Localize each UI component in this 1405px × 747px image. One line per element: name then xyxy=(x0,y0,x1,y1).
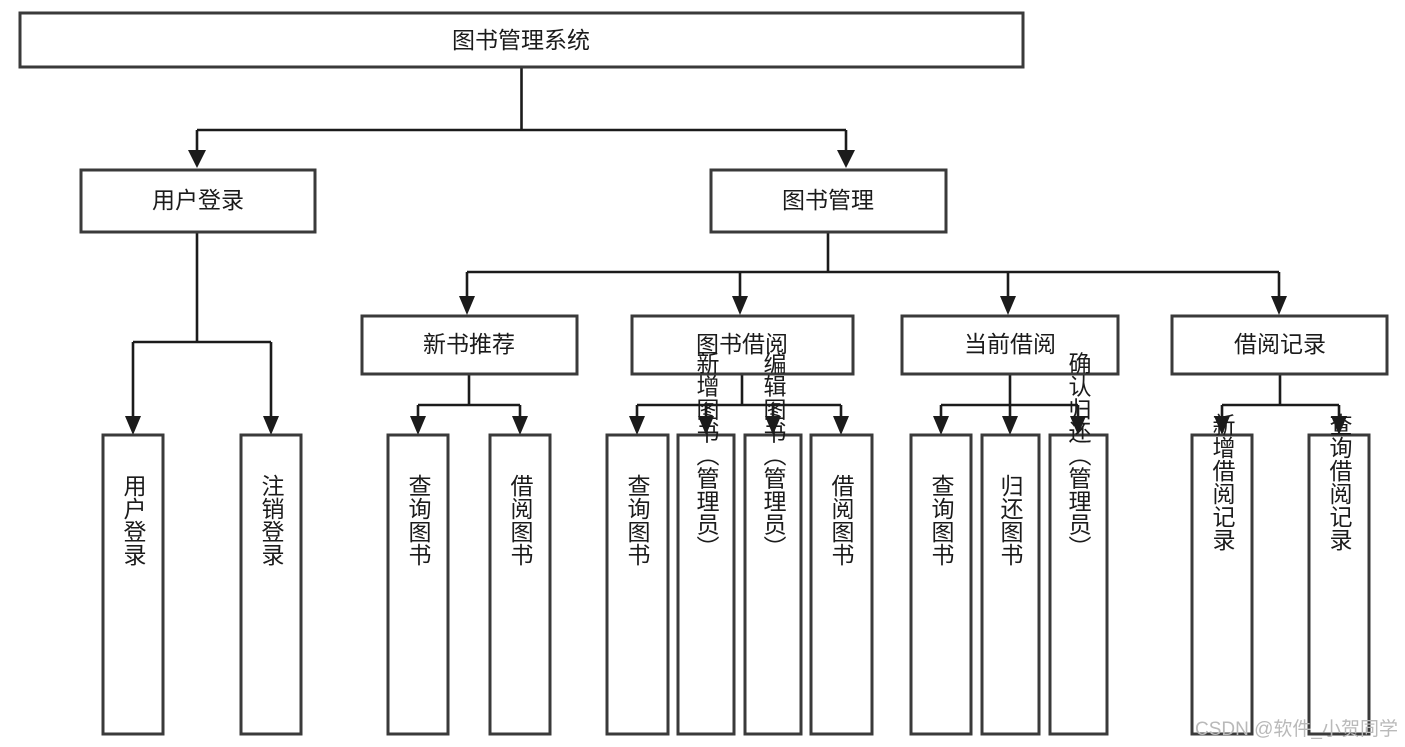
csdn-watermark: CSDN @软件_小贺同学 xyxy=(1195,718,1398,740)
node-leaf-query-book-2[interactable]: 查询图书 xyxy=(605,433,670,736)
node-leaf-borrow-book-1-label: 借阅图书 xyxy=(507,474,534,566)
node-root-box[interactable] xyxy=(18,11,1025,69)
arrow-book-borrow xyxy=(732,296,748,315)
node-borrow-record[interactable]: 借阅记录 xyxy=(1170,314,1389,376)
arrow-current-borrow xyxy=(1000,296,1016,315)
node-leaf-add-record-label: 新增借阅记录 xyxy=(1209,413,1236,551)
node-leaf-return-book-label: 归还图书 xyxy=(997,474,1024,566)
node-book-management-box[interactable] xyxy=(709,168,948,234)
node-leaf-query-record-label: 查询借阅记录 xyxy=(1326,413,1353,551)
node-leaf-user-login-label: 用户登录 xyxy=(120,474,147,566)
node-book-borrow-label: 图书借阅 xyxy=(696,331,788,357)
arrow-leaf-return-book xyxy=(1002,416,1018,435)
arrow-borrow-record xyxy=(1271,296,1287,315)
node-book-management[interactable]: 图书管理 xyxy=(709,168,948,234)
node-leaf-confirm-return-label: 确认归还（管理员） xyxy=(1065,352,1092,559)
node-leaf-edit-book-label: 编辑图书（管理员） xyxy=(760,352,787,559)
arrow-leaf-user-logout xyxy=(263,416,279,435)
node-leaf-user-logout-label: 注销登录 xyxy=(258,474,285,566)
arrow-leaf-query-record xyxy=(1331,416,1347,435)
node-leaf-user-login-box[interactable] xyxy=(101,433,165,736)
node-root[interactable]: 图书管理系统 xyxy=(18,11,1025,69)
arrow-book-management xyxy=(837,150,855,168)
node-leaf-borrow-book-2-label: 借阅图书 xyxy=(828,474,855,566)
node-book-borrow[interactable]: 图书借阅 xyxy=(630,314,855,376)
arrow-leaf-query-book-3 xyxy=(933,416,949,435)
node-leaf-query-book-2-label: 查询图书 xyxy=(624,474,651,566)
node-leaf-user-logout[interactable]: 注销登录 xyxy=(239,433,303,736)
arrow-leaf-query-book-1 xyxy=(410,416,426,435)
node-user-login-label: 用户登录 xyxy=(152,187,244,213)
arrow-leaf-user-login xyxy=(125,416,141,435)
node-leaf-query-book-1-label: 查询图书 xyxy=(405,474,432,566)
node-new-book-recommend[interactable]: 新书推荐 xyxy=(360,314,579,376)
node-leaf-query-book-3-label: 查询图书 xyxy=(928,474,955,566)
node-new-book-recommend-box[interactable] xyxy=(360,314,579,376)
node-leaf-add-book-box[interactable] xyxy=(676,433,736,736)
arrow-user-login xyxy=(188,150,206,168)
connector-layer xyxy=(125,67,1347,435)
node-leaf-query-book-1[interactable]: 查询图书 xyxy=(386,433,450,736)
node-current-borrow-box[interactable] xyxy=(900,314,1120,376)
node-leaf-query-record-box[interactable] xyxy=(1307,433,1371,736)
node-leaf-borrow-book-2-box[interactable] xyxy=(809,433,874,736)
node-new-book-recommend-label: 新书推荐 xyxy=(423,331,515,357)
node-leaf-user-logout-box[interactable] xyxy=(239,433,303,736)
node-borrow-record-box[interactable] xyxy=(1170,314,1389,376)
arrow-leaf-edit-book xyxy=(765,416,781,435)
arrow-leaf-add-book xyxy=(698,416,714,435)
arrow-leaf-add-record xyxy=(1214,416,1230,435)
node-book-borrow-box[interactable] xyxy=(630,314,855,376)
node-leaf-query-book-3[interactable]: 查询图书 xyxy=(909,433,973,736)
arrow-leaf-borrow-book-1 xyxy=(512,416,528,435)
node-leaf-add-record[interactable]: 新增借阅记录 xyxy=(1190,413,1254,736)
node-current-borrow[interactable]: 当前借阅 xyxy=(900,314,1120,376)
node-leaf-add-record-box[interactable] xyxy=(1190,433,1254,736)
node-user-login[interactable]: 用户登录 xyxy=(79,168,317,234)
node-leaf-confirm-return[interactable]: 确认归还（管理员） xyxy=(1048,352,1109,736)
node-book-management-label: 图书管理 xyxy=(782,187,874,213)
node-leaf-confirm-return-box[interactable] xyxy=(1048,433,1109,736)
node-leaf-query-book-2-box[interactable] xyxy=(605,433,670,736)
arrow-leaf-query-book-2 xyxy=(629,416,645,435)
node-user-login-box[interactable] xyxy=(79,168,317,234)
arrow-new-book-recommend xyxy=(459,296,475,315)
node-leaf-user-login[interactable]: 用户登录 xyxy=(101,433,165,736)
node-leaf-edit-book-box[interactable] xyxy=(743,433,803,736)
arrow-leaf-confirm-return xyxy=(1070,416,1086,435)
node-leaf-borrow-book-2[interactable]: 借阅图书 xyxy=(809,433,874,736)
node-leaf-query-book-1-box[interactable] xyxy=(386,433,450,736)
node-leaf-add-book[interactable]: 新增图书（管理员） xyxy=(676,352,736,736)
arrow-leaf-borrow-book-2 xyxy=(833,416,849,435)
node-leaf-add-book-label: 新增图书（管理员） xyxy=(693,352,720,559)
node-leaf-query-book-3-box[interactable] xyxy=(909,433,973,736)
node-root-label: 图书管理系统 xyxy=(452,27,590,53)
node-leaf-borrow-book-1[interactable]: 借阅图书 xyxy=(488,433,552,736)
node-leaf-edit-book[interactable]: 编辑图书（管理员） xyxy=(743,352,803,736)
node-leaf-return-book[interactable]: 归还图书 xyxy=(980,433,1041,736)
node-borrow-record-label: 借阅记录 xyxy=(1234,331,1326,357)
node-leaf-return-book-box[interactable] xyxy=(980,433,1041,736)
node-current-borrow-label: 当前借阅 xyxy=(964,331,1056,357)
node-leaf-borrow-book-1-box[interactable] xyxy=(488,433,552,736)
node-leaf-query-record[interactable]: 查询借阅记录 xyxy=(1307,413,1371,736)
